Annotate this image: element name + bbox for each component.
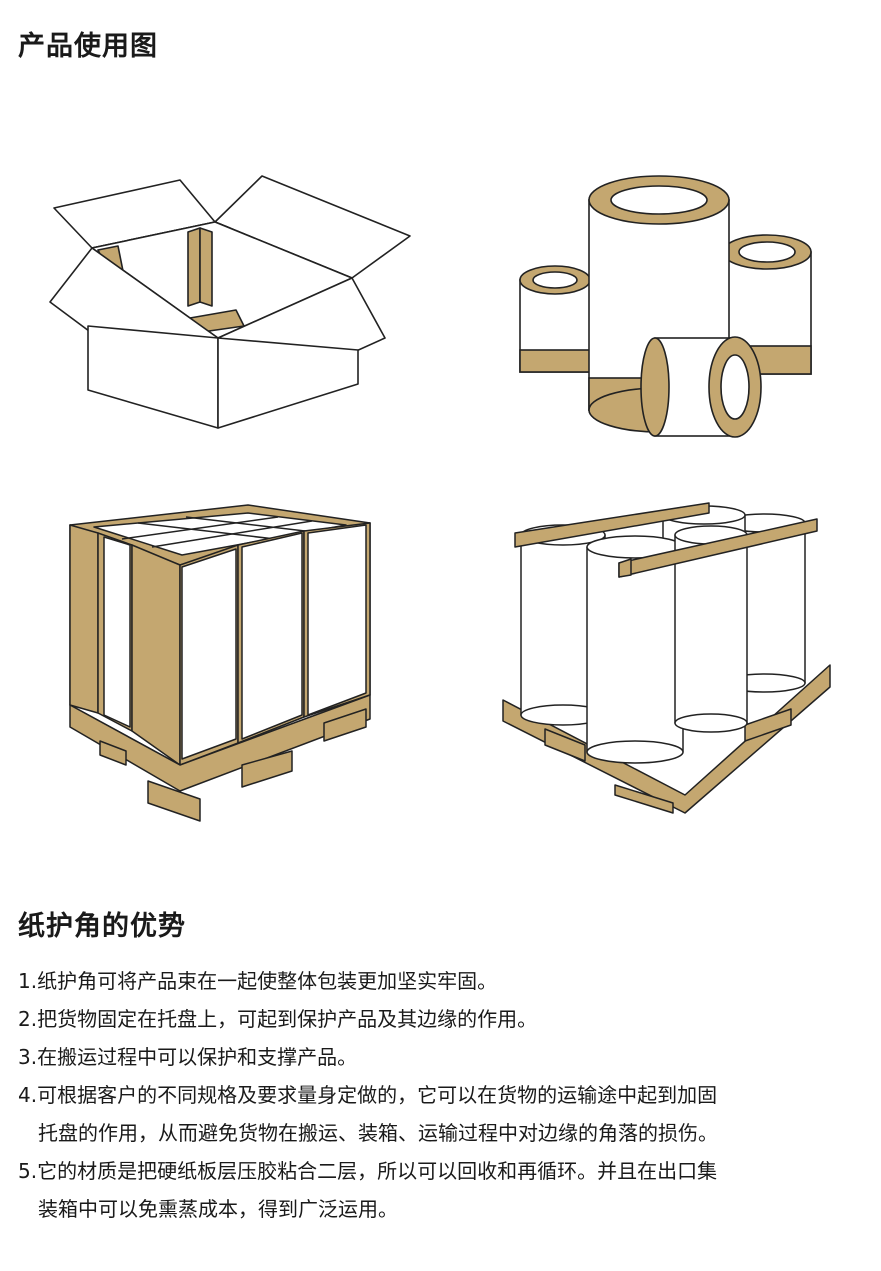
paper-rolls-illustration <box>505 170 825 445</box>
advantage-item-4: 4.可根据客户的不同规格及要求量身定做的，它可以在货物的运输途中起到加固 托盘的… <box>18 1076 868 1152</box>
advantage-text: 2.把货物固定在托盘上，可起到保护产品及其边缘的作用。 <box>18 1007 538 1031</box>
advantage-text: 4.可根据客户的不同规格及要求量身定做的，它可以在货物的运输途中起到加固 <box>18 1083 718 1107</box>
advantage-item-3: 3.在搬运过程中可以保护和支撑产品。 <box>18 1038 868 1076</box>
advantage-text: 3.在搬运过程中可以保护和支撑产品。 <box>18 1045 358 1069</box>
advantage-text-continued: 托盘的作用，从而避免货物在搬运、装箱、运输过程中对边缘的角落的损伤。 <box>38 1121 718 1145</box>
advantages-list: 1.纸护角可将产品束在一起使整体包装更加坚实牢固。 2.把货物固定在托盘上，可起… <box>18 962 868 1228</box>
roll-pallet-illustration <box>495 495 840 825</box>
advantage-text: 1.纸护角可将产品束在一起使整体包装更加坚实牢固。 <box>18 969 498 993</box>
boxed-pallet-illustration <box>60 495 380 825</box>
open-box-illustration <box>40 170 420 440</box>
usage-section-title: 产品使用图 <box>18 31 158 62</box>
advantage-text: 5.它的材质是把硬纸板层压胶粘合二层，所以可以回收和再循环。并且在出口集 <box>18 1159 718 1183</box>
advantage-item-5: 5.它的材质是把硬纸板层压胶粘合二层，所以可以回收和再循环。并且在出口集 装箱中… <box>18 1152 868 1228</box>
advantages-section-title: 纸护角的优势 <box>18 911 186 942</box>
advantage-item-2: 2.把货物固定在托盘上，可起到保护产品及其边缘的作用。 <box>18 1000 868 1038</box>
advantage-item-1: 1.纸护角可将产品束在一起使整体包装更加坚实牢固。 <box>18 962 868 1000</box>
advantage-text-continued: 装箱中可以免熏蒸成本，得到广泛运用。 <box>38 1197 398 1221</box>
